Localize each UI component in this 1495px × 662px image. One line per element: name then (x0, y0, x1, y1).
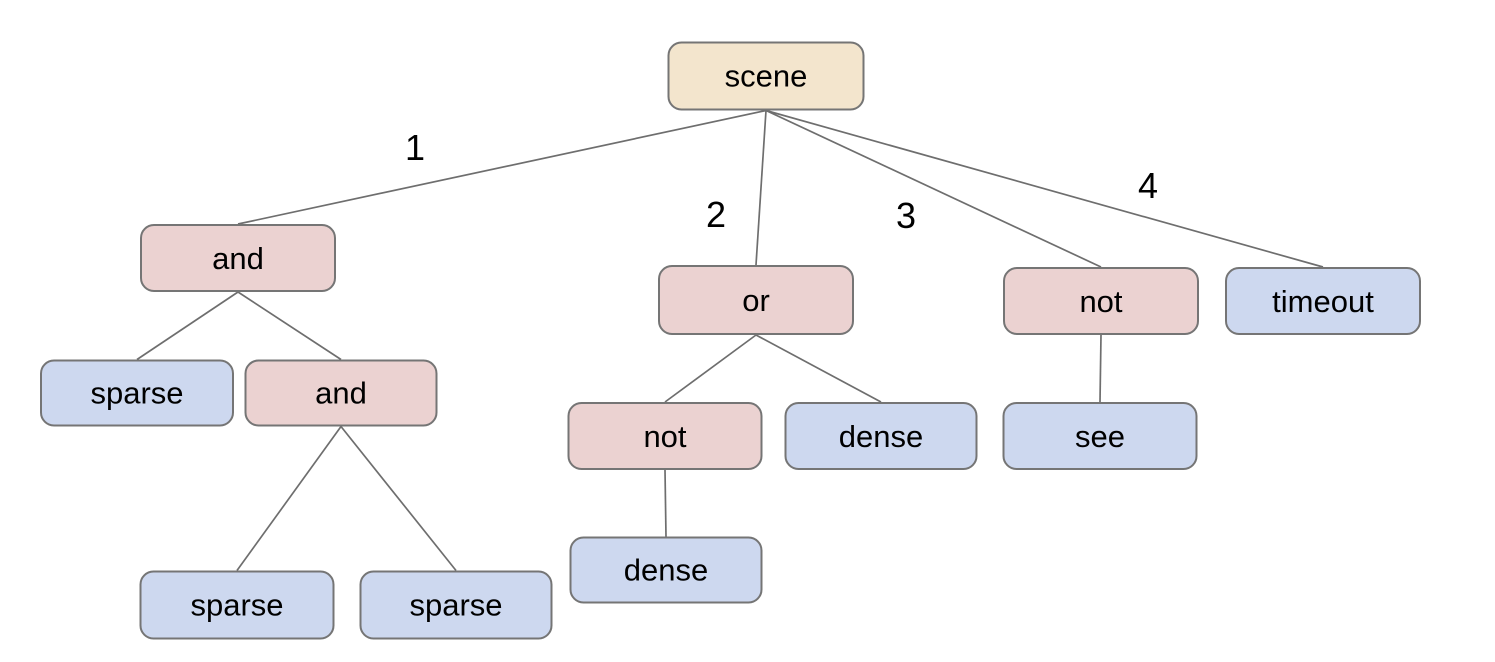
tree-node-label: sparse (409, 587, 503, 623)
tree-edge-scene-timeout (765, 109, 1324, 268)
tree-edge-or-1-not-2 (664, 334, 757, 403)
tree-edge-and-2-sparse-3 (340, 425, 457, 572)
tree-node-label: and (212, 240, 264, 276)
tree-node-and-1: and (140, 224, 336, 292)
tree-node-see: see (1002, 402, 1198, 470)
tree-edge-and-1-sparse-1 (136, 291, 239, 361)
tree-node-label: dense (838, 418, 924, 454)
tree-node-and-2: and (244, 359, 438, 427)
tree-node-label: or (742, 282, 770, 318)
tree-edge-not-2-dense-2 (664, 469, 667, 537)
edge-label-3: 3 (895, 195, 917, 236)
tree-node-label: sparse (90, 375, 184, 411)
tree-node-not-1: not (1003, 267, 1199, 335)
tree-node-or-1: or (658, 265, 854, 335)
tree-edge-or-1-dense-1 (755, 334, 882, 403)
tree-node-dense-1: dense (784, 402, 978, 470)
tree-node-label: not (1079, 283, 1123, 319)
tree-node-label: not (643, 418, 687, 454)
edge-label-4: 4 (1137, 165, 1159, 206)
tree-edge-not-1-see (1099, 334, 1102, 403)
tree-edge-and-1-and-2 (237, 291, 342, 361)
tree-edge-scene-not-1 (765, 109, 1102, 268)
tree-node-label: see (1075, 418, 1125, 454)
tree-edge-scene-and-1 (237, 109, 767, 225)
edge-label-1: 1 (404, 127, 426, 168)
tree-node-scene: scene (667, 41, 865, 111)
tree-node-dense-2: dense (569, 536, 763, 604)
tree-node-timeout: timeout (1225, 267, 1421, 335)
tree-node-not-2: not (567, 402, 763, 470)
tree-node-sparse-1: sparse (40, 359, 234, 427)
tree-node-label: sparse (190, 587, 284, 623)
tree-node-label: scene (724, 58, 808, 94)
edge-label-2: 2 (705, 194, 727, 235)
tree-node-label: dense (623, 552, 709, 588)
tree-edge-and-2-sparse-2 (236, 426, 342, 571)
tree-node-sparse-2: sparse (139, 570, 335, 640)
tree-node-label: and (315, 375, 367, 411)
tree-node-sparse-3: sparse (359, 570, 553, 640)
tree-node-label: timeout (1272, 283, 1374, 319)
tree-edge-scene-or-1 (755, 110, 767, 266)
